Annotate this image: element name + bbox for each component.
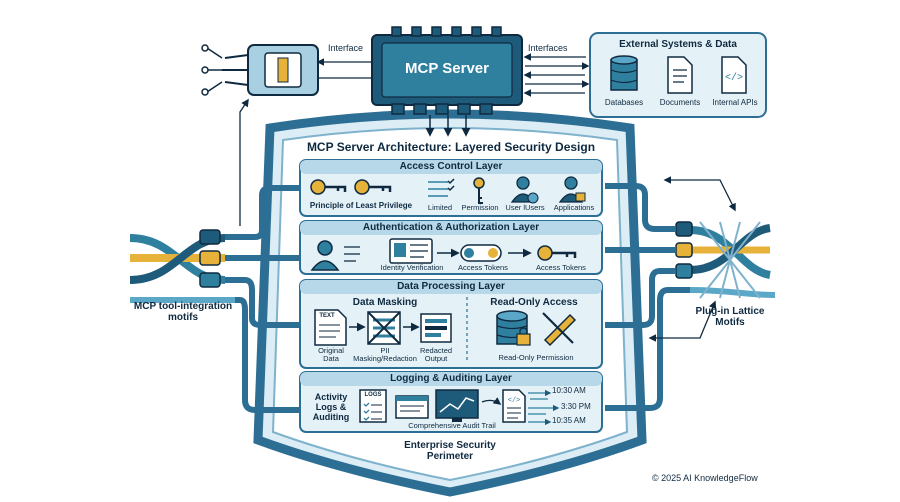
access-layer-title: Access Control Layer	[399, 161, 503, 172]
pencil-slash-icon	[542, 312, 577, 347]
right-motif-label: Plug-in Lattice Motifs	[680, 306, 780, 328]
key-icon	[310, 179, 347, 195]
users-label: User lUsers	[505, 203, 545, 212]
right-motif-line: Motifs	[715, 317, 745, 328]
left-motif-label: MCP tool-integration motifs	[118, 301, 248, 323]
timestamp: 3:30 PM	[561, 402, 591, 411]
redacted-output-icon	[420, 313, 452, 343]
external-systems-title: External Systems & Data	[619, 39, 737, 50]
readonly-permission-label: Read-Only Permission	[498, 353, 574, 362]
left-cable-motif	[129, 229, 235, 304]
document-icon	[667, 56, 693, 94]
left-motif-line: MCP tool-integration	[133, 301, 233, 312]
original-data-line: Data	[323, 354, 339, 364]
pii-masking-line: Masking/Redaction	[353, 354, 417, 364]
identity-verification-label: Identity Verification	[380, 263, 444, 272]
activity-logs-line: Auditing	[312, 411, 350, 422]
external-item-label: Internal APIs	[712, 98, 758, 107]
logging-layer-title: Logging & Auditing Layer	[390, 373, 512, 384]
activity-logs-line: Activity	[314, 392, 348, 402]
timestamp: 10:35 AM	[552, 416, 586, 425]
left-motif-line: motifs	[168, 312, 198, 323]
readonly-title: Read-Only Access	[490, 297, 578, 308]
right-interface-label: Interfaces	[528, 43, 568, 53]
external-item-label: Documents	[659, 98, 701, 107]
code-file-icon: </>	[721, 56, 747, 94]
external-item-label: Databases	[604, 98, 644, 107]
code-log-icon: </>	[502, 389, 526, 423]
access-tokens-label: Access Tokens	[458, 263, 508, 272]
logs-tag: LOGS	[364, 392, 382, 398]
token-icon	[460, 244, 502, 262]
server-down-arrows	[425, 115, 471, 137]
id-card-icon	[389, 238, 433, 264]
activity-logs-line: Logs &	[315, 401, 347, 412]
app-user-lock-icon	[558, 176, 586, 203]
key-icon	[354, 179, 392, 195]
original-data-label: Original Data	[306, 346, 356, 364]
auth-panel	[299, 220, 603, 275]
access-tokens-label: Access Tokens	[536, 263, 586, 272]
perimeter-line: Perimeter	[426, 451, 474, 462]
left-interface-label: Interface	[328, 43, 364, 53]
audit-trail-label: Comprehensive Audit Trail	[408, 421, 496, 430]
timestamp: 10:30 AM	[552, 386, 586, 395]
right-flow-lines	[605, 183, 690, 411]
svg-text:</>: </>	[508, 397, 521, 405]
limited-label: Limited	[427, 203, 453, 212]
left-flow-lines	[225, 185, 300, 413]
text-tag: TEXT	[319, 313, 335, 319]
log-window-icon	[395, 395, 429, 419]
database-icon	[610, 55, 638, 91]
least-privilege-label: Principle of Least Privilege	[309, 201, 413, 210]
left-connector	[201, 44, 380, 96]
right-side-arrows	[648, 176, 736, 342]
user-check-icon	[510, 176, 539, 204]
activity-logs-label: Activity Logs & Auditing	[304, 392, 358, 423]
timestamp-arrows	[528, 389, 560, 426]
mcp-server-chip[interactable]	[371, 26, 523, 115]
pii-masking-label: PII Masking/Redaction	[352, 346, 418, 364]
monitor-chart-icon	[435, 389, 479, 422]
original-data-line: Original	[318, 346, 344, 355]
perimeter-line: Enterprise Security	[404, 440, 496, 451]
svg-text:</>: </>	[725, 72, 743, 84]
data-masking-title: Data Masking	[352, 297, 418, 308]
auth-layer-title: Authentication & Authorization Layer	[362, 222, 540, 233]
copyright: © 2025 AI KnowledgeFlow	[652, 473, 758, 483]
user-icon	[310, 240, 360, 271]
redacted-output-label: Redacted Output	[414, 346, 458, 364]
checklist-icon	[428, 178, 455, 197]
left-up-connector	[239, 98, 249, 226]
redaction-icon	[367, 311, 401, 345]
pii-masking-line: PII	[380, 346, 390, 355]
perimeter-label: Enterprise Security Perimeter	[380, 440, 520, 462]
right-motif-line: Plug-in Lattice	[695, 306, 765, 317]
database-lock-icon	[496, 310, 531, 346]
architecture-title: MCP Server Architecture: Layered Securit…	[306, 140, 596, 154]
server-title[interactable]: MCP Server	[405, 60, 489, 77]
key-icon	[537, 245, 577, 261]
right-cable-motif	[675, 221, 776, 299]
permission-label: Permission	[461, 203, 499, 212]
key-icon	[473, 177, 485, 204]
processing-layer-title: Data Processing Layer	[397, 281, 505, 292]
text-document-icon	[314, 309, 347, 346]
redacted-output-line: Output	[424, 354, 448, 364]
log-checklist-icon	[359, 389, 387, 423]
redacted-output-line: Redacted	[419, 346, 453, 355]
right-interface-arrows	[523, 53, 590, 97]
applications-label: Applications	[553, 203, 595, 212]
